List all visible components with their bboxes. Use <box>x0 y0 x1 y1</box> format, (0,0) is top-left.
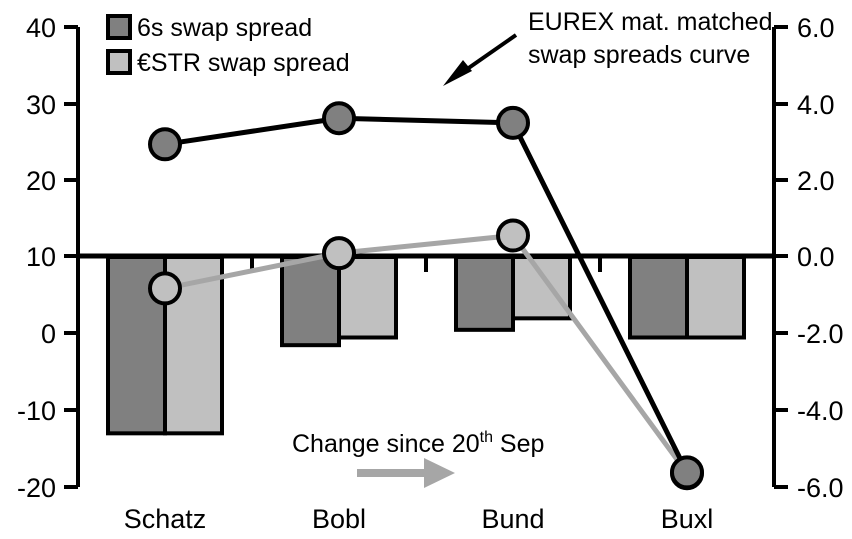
category-label-schatz: Schatz <box>124 504 207 534</box>
bar-buxl-6s <box>628 255 689 340</box>
left-tick-label-40: 40 <box>26 13 56 43</box>
arrow-down-left-icon <box>443 33 518 86</box>
change-since-annotation: Change since 20th Sep <box>292 429 544 488</box>
left-axis-ticks <box>64 25 78 489</box>
marker-eurex-mat-matched-schatz <box>148 127 182 162</box>
line-series-eurex-mat-matched <box>148 101 704 490</box>
change-since-text-after: Sep <box>493 430 544 458</box>
legend-swatch-estr-swap-spread <box>106 49 132 75</box>
bar-buxl-estr <box>685 255 746 340</box>
right-tick-label-minus4: -4.0 <box>797 396 844 426</box>
left-tick-label-30: 30 <box>26 90 56 120</box>
left-tick-label-minus20: -20 <box>17 473 56 503</box>
legend-label-estr-swap-spread: €STR swap spread <box>137 49 350 77</box>
category-label-buxl: Buxl <box>661 504 714 534</box>
right-tick-label-0: 0.0 <box>797 242 835 272</box>
legend-label-6s-swap-spread: 6s swap spread <box>137 14 312 42</box>
curve-callout-annotation: EUREX mat. matched swap spreads curve <box>443 8 773 86</box>
bars-layer <box>106 255 746 436</box>
left-axis: 40 30 20 10 0 -10 -20 <box>17 13 80 503</box>
marker-eurex-mat-matched-buxl <box>670 455 704 490</box>
left-tick-label-minus10: -10 <box>17 396 56 426</box>
change-since-text-before: Change since 20 <box>292 430 480 458</box>
right-tick-label-2: 2.0 <box>797 166 835 196</box>
bar-bobl-estr <box>337 255 398 340</box>
arrow-right-icon <box>357 458 455 488</box>
right-tick-label-minus6: -6.0 <box>797 473 844 503</box>
left-tick-label-10: 10 <box>26 242 56 272</box>
marker-eurex-mat-matched-bobl <box>322 101 356 136</box>
marker-estr-curve-bobl <box>322 236 356 271</box>
legend-item-6s-swap-spread[interactable]: 6s swap spread <box>106 14 312 42</box>
marker-eurex-mat-matched-bund <box>496 105 530 140</box>
right-tick-label-minus2: -2.0 <box>797 319 844 349</box>
bar-bund-6s <box>454 255 515 332</box>
right-axis-tick-labels: 6.0 4.0 2.0 0.0 -2.0 -4.0 -6.0 <box>797 13 844 503</box>
left-tick-label-0: 0 <box>41 319 56 349</box>
change-since-text: Change since 20th Sep <box>292 429 544 458</box>
change-since-superscript: th <box>480 429 493 446</box>
curve-callout-line1: EUREX mat. matched <box>528 8 773 36</box>
line-path-estr-curve <box>162 233 690 476</box>
marker-estr-curve-bund <box>496 218 530 253</box>
x-axis-category-labels: Schatz Bobl Bund Buxl <box>124 504 714 534</box>
curve-callout-line2: swap spreads curve <box>528 41 750 69</box>
lines-layer <box>148 101 704 491</box>
right-tick-label-4: 4.0 <box>797 90 835 120</box>
bar-bobl-6s <box>280 255 341 348</box>
left-tick-label-20: 20 <box>26 166 56 196</box>
right-axis-ticks <box>774 25 788 489</box>
legend-swatch-6s-swap-spread <box>106 14 132 40</box>
left-axis-tick-labels: 40 30 20 10 0 -10 -20 <box>17 13 56 503</box>
legend: 6s swap spread €STR swap spread <box>106 14 350 77</box>
legend-item-estr-swap-spread[interactable]: €STR swap spread <box>106 49 350 77</box>
line-path-eurex-mat-matched <box>162 115 690 475</box>
category-label-bobl: Bobl <box>312 504 366 534</box>
right-tick-label-6: 6.0 <box>797 13 835 43</box>
bar-bund-estr <box>511 255 572 321</box>
marker-estr-curve-schatz <box>148 271 182 306</box>
category-label-bund: Bund <box>481 504 544 534</box>
